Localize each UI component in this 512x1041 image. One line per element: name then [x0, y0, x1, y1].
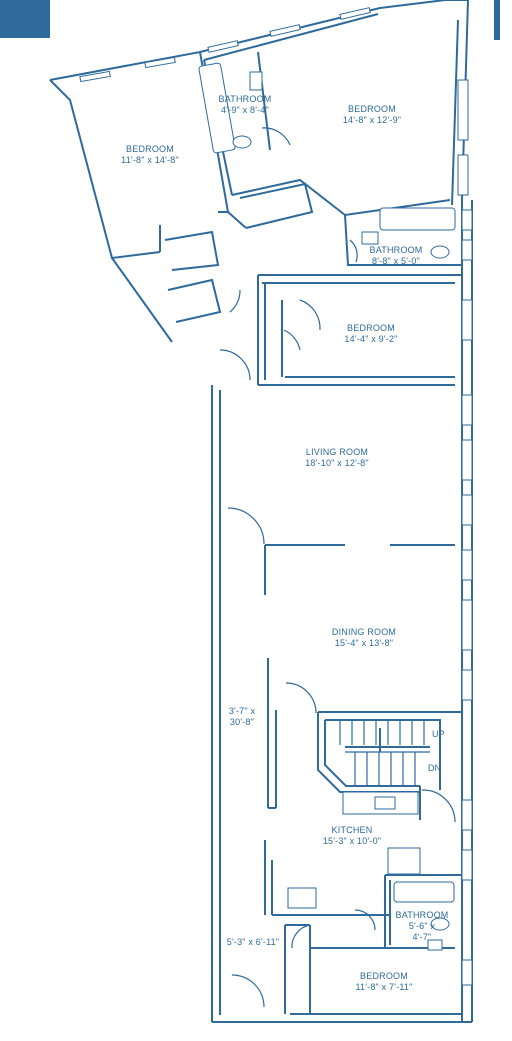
stairs-up-label: UP: [432, 729, 445, 739]
bathroom-3-dims-2: 4'-7": [412, 932, 432, 942]
hall-dims-1: 3'-7" x: [228, 706, 256, 716]
bathroom-2-dims: 8'-8" x 5'-0": [372, 256, 420, 266]
bathroom-1-dims: 4'-9" x 8'-4": [221, 105, 269, 115]
bedroom-2-label: BEDROOM 11'-8" x 14'-8": [121, 144, 179, 166]
bedroom-3-name: BEDROOM: [347, 323, 395, 333]
bedroom-2-dims: 11'-8" x 14'-8": [121, 155, 179, 165]
living-room-dims: 18'-10" x 12'-8": [305, 458, 369, 468]
bedroom-1-dims: 14'-8" x 12'-9": [342, 115, 402, 125]
closet-label: 5'-3" x 6'-11": [227, 937, 279, 948]
bedroom-3-label: BEDROOM 14'-4" x 9'-2": [344, 323, 397, 345]
living-room-name: LIVING ROOM: [305, 447, 369, 457]
kitchen-dims: 15'-3" x 10'-0": [322, 836, 382, 846]
hall-label: 3'-7" x 30'-8": [229, 706, 255, 728]
bedroom-4-name: BEDROOM: [360, 971, 408, 981]
bedroom-3-dims: 14'-4" x 9'-2": [344, 334, 398, 344]
kitchen-label: KITCHEN 15'-3" x 10'-0": [323, 825, 381, 847]
bathroom-2-name: BATHROOM: [369, 245, 423, 255]
bathroom-2-walls: [344, 200, 473, 270]
bedroom-4-dims: 11'-8" x 7'-11": [355, 982, 413, 992]
closet-dims: 5'-3" x 6'-11": [226, 937, 280, 947]
bedroom-1-name: BEDROOM: [348, 104, 396, 114]
upper-windows: [79, 7, 469, 196]
bathroom-2-label: BATHROOM 8'-8" x 5'-0": [370, 245, 423, 267]
dining-room-name: DINING ROOM: [331, 627, 397, 637]
living-room-label: LIVING ROOM 18'-10" x 12'-8": [305, 447, 369, 469]
corner-mark-right: [494, 0, 500, 40]
stairs-down-label: DN: [428, 763, 441, 773]
bathroom-1-name: BATHROOM: [218, 94, 272, 104]
dining-room-dims: 15'-4" x 13'-8": [334, 638, 394, 648]
hall-dims-2: 30'-8": [229, 717, 255, 727]
bedroom-1-label: BEDROOM 14'-8" x 12'-9": [343, 104, 401, 126]
bedroom-4-label: BEDROOM 11'-8" x 7'-11": [355, 971, 412, 993]
dining-room-label: DINING ROOM 15'-4" x 13'-8": [332, 627, 396, 649]
bathroom-1-label: BATHROOM 4'-9" x 8'-4": [219, 94, 272, 116]
bathroom-3-name: BATHROOM: [395, 910, 449, 920]
stair-treads: [339, 720, 430, 786]
kitchen-name: KITCHEN: [331, 825, 373, 835]
bathroom-1-fixtures: [198, 62, 291, 154]
bathroom-3-label: BATHROOM 5'-6" x 4'-7": [396, 910, 449, 943]
right-windows: [461, 299, 473, 986]
corner-mark-left: [0, 0, 50, 38]
bathroom-3-dims-1: 5'-6" x: [408, 921, 436, 931]
bedroom-2-name: BEDROOM: [126, 144, 174, 154]
